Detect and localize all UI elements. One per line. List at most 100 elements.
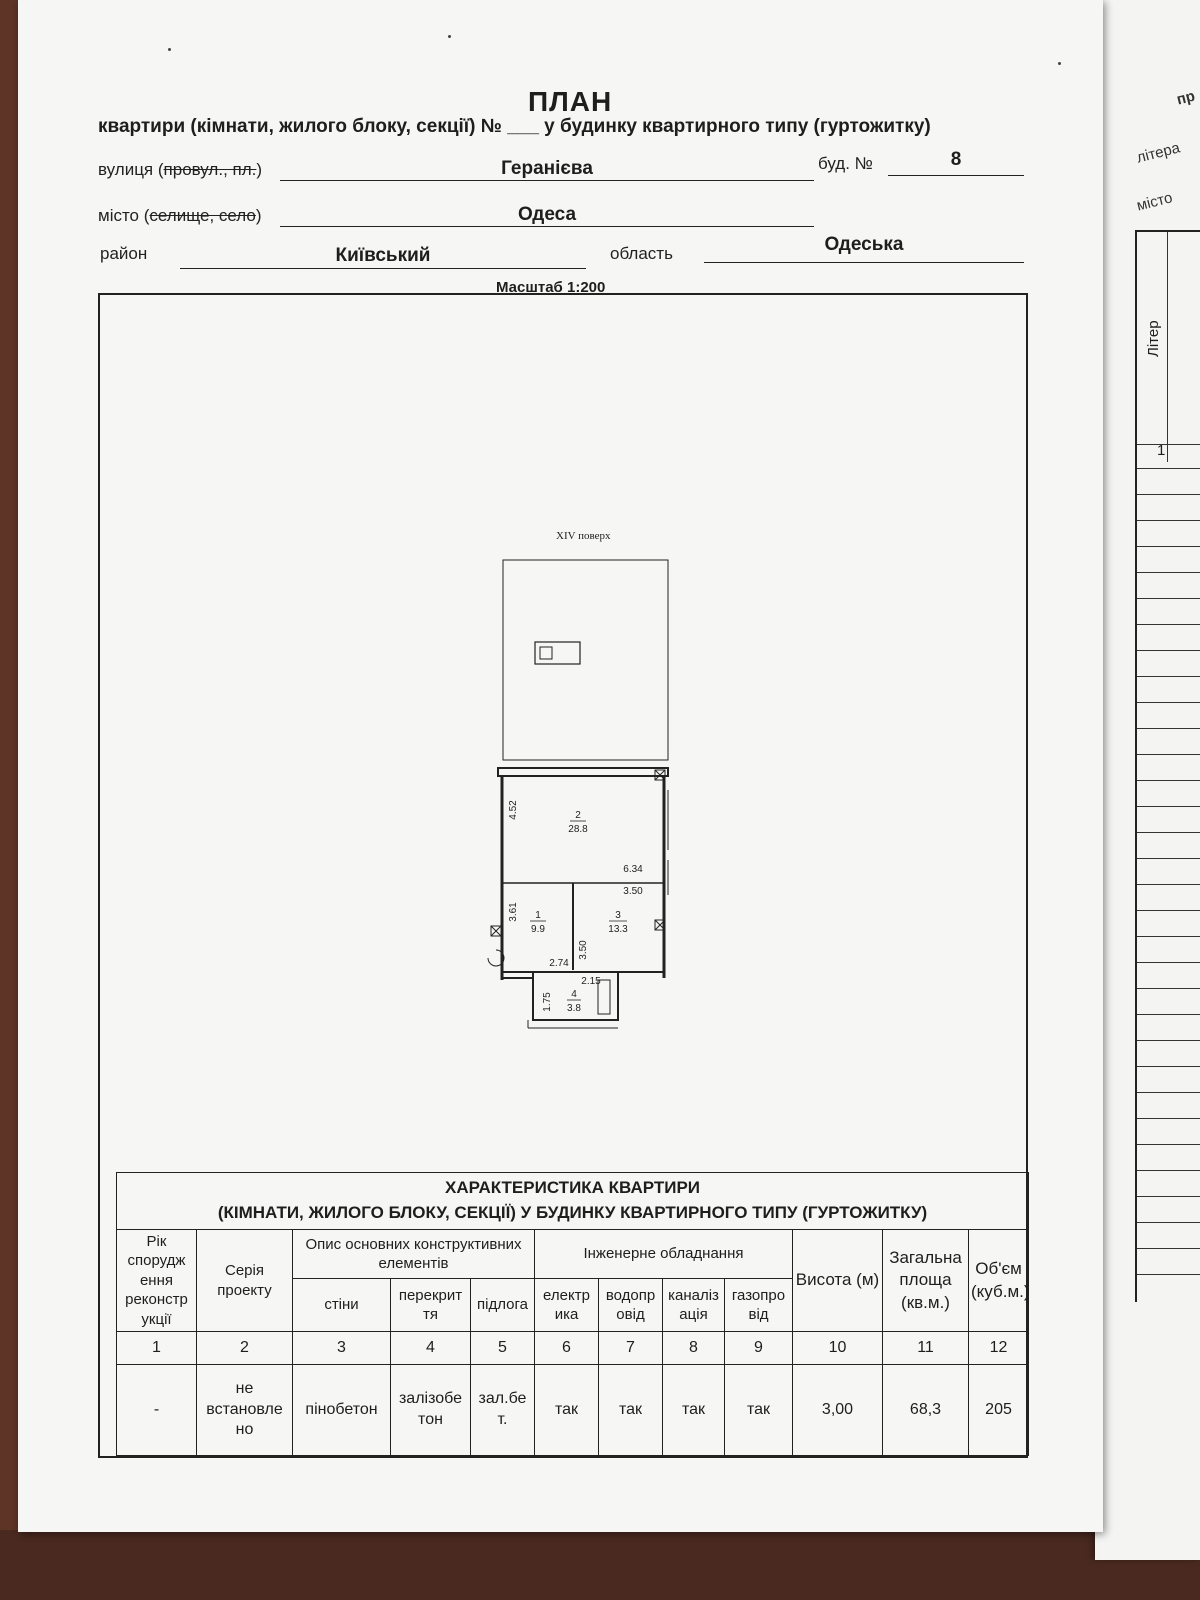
shaft-top xyxy=(654,769,666,781)
column-number: 12 xyxy=(967,1331,1030,1365)
building-underline xyxy=(888,175,1024,176)
value-height: 3,00 xyxy=(792,1364,883,1456)
top-wall xyxy=(497,767,669,777)
value-flooring: зал.бе т. xyxy=(470,1364,535,1456)
table-title: ХАРАКТЕРИСТИКА КВАРТИРИ (КІМНАТИ, ЖИЛОГО… xyxy=(115,1172,1030,1230)
value-walls: пінобетон xyxy=(292,1364,391,1456)
room-3-number: 3 xyxy=(615,910,621,921)
characteristics-table: ХАРАКТЕРИСТИКА КВАРТИРИ (КІМНАТИ, ЖИЛОГО… xyxy=(115,1172,1030,1456)
column-header: перекрит тя xyxy=(390,1278,471,1332)
table-row: 1 2 3 4 5 6 7 8 9 10 11 12 xyxy=(116,1331,1030,1365)
column-number: 11 xyxy=(882,1331,969,1365)
dimension-label: 3.50 xyxy=(623,886,643,897)
floor-plan-frame xyxy=(98,293,1028,1458)
table-surface xyxy=(0,1530,1200,1600)
column-number: 4 xyxy=(390,1331,471,1365)
value-sewer: так xyxy=(662,1364,725,1456)
district-value: Київський xyxy=(335,245,431,266)
document-subtitle: квартири (кімнати, жилого блоку, секції)… xyxy=(98,116,931,137)
value-gas: так xyxy=(724,1364,793,1456)
column-header: каналіз ація xyxy=(662,1278,725,1332)
street-underline xyxy=(280,180,814,181)
value-electricity: так xyxy=(534,1364,599,1456)
value-volume: 205 xyxy=(967,1364,1030,1456)
table-title-line: (КІМНАТИ, ЖИЛОГО БЛОКУ, СЕКЦІЇ) У БУДИНК… xyxy=(217,1203,928,1222)
city-label: місто (селище, село) xyxy=(98,206,262,225)
column-header: Висота (м) xyxy=(792,1229,883,1332)
document-title: ПЛАН xyxy=(528,86,613,117)
room-3-area: 13.3 xyxy=(608,924,628,935)
district-underline xyxy=(180,268,586,269)
district-label: район xyxy=(100,244,148,263)
dimension-label: 3.50 xyxy=(578,940,589,960)
dimension-label: 1.75 xyxy=(542,992,553,1012)
column-number: 6 xyxy=(534,1331,599,1365)
column-header: Об'єм (куб.м.) xyxy=(967,1229,1030,1332)
room-2-area: 28.8 xyxy=(568,824,588,835)
dimension-label: 4.52 xyxy=(508,800,519,820)
street-label: вулиця (провул., пл.) xyxy=(98,160,263,179)
adjacent-page-text: літера xyxy=(1135,139,1182,167)
street-value: Геранієва xyxy=(501,158,593,179)
column-header: Інженерне обладнання xyxy=(534,1229,793,1279)
adjacent-page-table: Літер 1 xyxy=(1135,230,1200,1302)
column-number: 8 xyxy=(662,1331,725,1365)
column-number: 1 xyxy=(116,1331,197,1365)
balcony-fixture-detail xyxy=(539,646,553,660)
building-value: 8 xyxy=(950,149,962,170)
dimension-label: 6.34 xyxy=(623,864,643,875)
region-value: Одеська xyxy=(824,234,904,255)
value-water: так xyxy=(598,1364,663,1456)
dimension-label: 2.74 xyxy=(549,958,569,969)
column-number: 3 xyxy=(292,1331,391,1365)
shaft-right xyxy=(654,919,666,931)
value-floors: залізобе тон xyxy=(390,1364,471,1456)
room-4-number: 4 xyxy=(571,989,577,1000)
column-number: 5 xyxy=(470,1331,535,1365)
dimension-label: 3.61 xyxy=(508,902,519,922)
column-number: 2 xyxy=(196,1331,293,1365)
column-header: електр ика xyxy=(534,1278,599,1332)
floor-label: XIV поверх xyxy=(556,530,611,542)
bathroom-outline xyxy=(532,971,619,1021)
column-header: підлога xyxy=(470,1278,535,1332)
column-header: Опис основних конструктивних елементів xyxy=(292,1229,535,1279)
value-series: не встановле но xyxy=(196,1364,293,1456)
region-underline xyxy=(704,262,1024,263)
door-swing xyxy=(487,949,505,967)
room-2-number: 2 xyxy=(575,810,581,821)
column-header: водопр овід xyxy=(598,1278,663,1332)
plan-document: ПЛАН квартири (кімнати, жилого блоку, се… xyxy=(18,0,1103,1532)
value-area: 68,3 xyxy=(882,1364,969,1456)
bathroom-fixture xyxy=(597,979,611,1015)
column-header: стіни xyxy=(292,1278,391,1332)
column-header: Загальна площа (кв.м.) xyxy=(882,1229,969,1332)
shaft-left xyxy=(490,925,502,937)
room-4-area: 3.8 xyxy=(567,1003,581,1014)
adjacent-page-cell: 1 xyxy=(1157,442,1166,459)
column-number: 7 xyxy=(598,1331,663,1365)
region-label: область xyxy=(610,244,673,263)
table-row: - не встановле но пінобетон залізобе тон… xyxy=(116,1364,1030,1456)
table-title-line: ХАРАКТЕРИСТИКА КВАРТИРИ xyxy=(445,1178,701,1198)
dimension-label: 2.15 xyxy=(581,976,601,987)
floor-plan-drawing: 2 28.8 1 9.9 3 13.3 4 3.8 4.52 6.34 3.50… xyxy=(487,559,669,1029)
column-header: газопро від xyxy=(724,1278,793,1332)
balcony-outline xyxy=(502,559,669,761)
adjacent-page-text: пр xyxy=(1175,87,1197,109)
room-1-area: 9.9 xyxy=(531,924,545,935)
building-label: буд. № xyxy=(818,154,873,173)
balcony-fixture xyxy=(534,641,581,665)
column-header: Рік спорудж ення реконстр укції xyxy=(116,1229,197,1332)
room-1-number: 1 xyxy=(535,910,541,921)
adjacent-page-column-header: Літер xyxy=(1145,320,1162,357)
adjacent-page: пр літера місто Літер 1 xyxy=(1095,0,1200,1560)
column-number: 9 xyxy=(724,1331,793,1365)
column-header: Серія проекту xyxy=(196,1229,293,1332)
scale-label: Масштаб 1:200 xyxy=(496,279,606,296)
column-number: 10 xyxy=(792,1331,883,1365)
city-underline xyxy=(280,226,814,227)
value-year: - xyxy=(116,1364,197,1456)
adjacent-page-text: місто xyxy=(1135,189,1175,215)
city-value: Одеса xyxy=(517,204,577,225)
